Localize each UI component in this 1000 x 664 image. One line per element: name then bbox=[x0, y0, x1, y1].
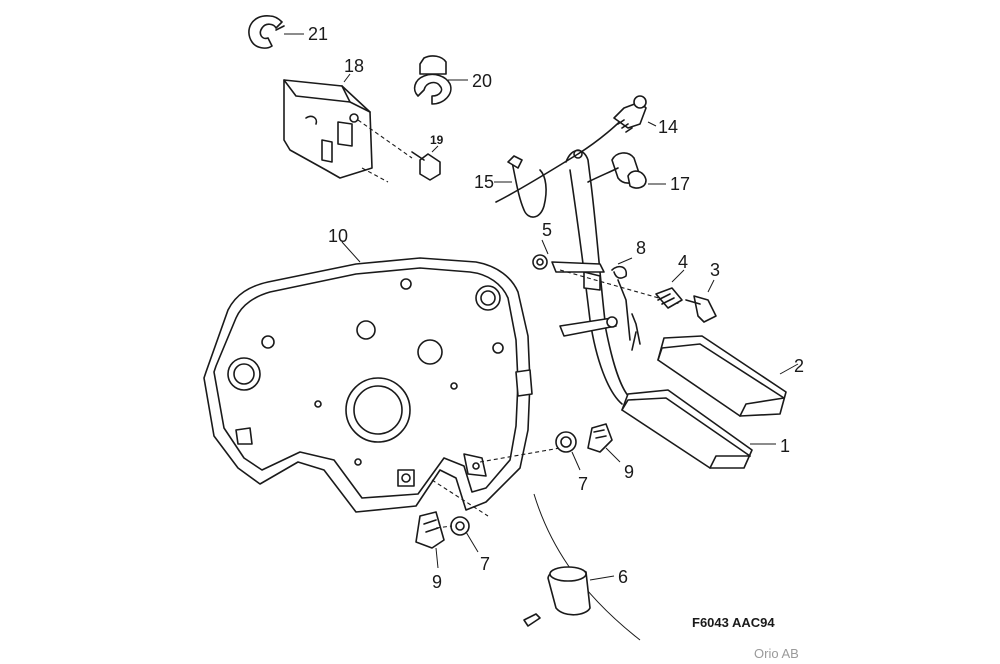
callout-18: 18 bbox=[344, 56, 364, 76]
part-20-cable-clip bbox=[413, 55, 468, 105]
callout-7-left: 7 bbox=[480, 554, 490, 574]
callout-20: 20 bbox=[472, 71, 492, 91]
part-9-clip-left bbox=[415, 511, 445, 569]
pedal-assembly bbox=[565, 149, 799, 469]
part-6-sleeve bbox=[523, 493, 641, 641]
pivot-parts bbox=[532, 239, 717, 351]
callout-labels: 21 18 20 19 14 15 17 10 5 8 4 3 2 1 7 9 … bbox=[308, 24, 804, 592]
callout-15: 15 bbox=[474, 172, 494, 192]
drawing-code: F6043 AAC94 bbox=[692, 615, 775, 630]
callout-10: 10 bbox=[328, 226, 348, 246]
callout-3: 3 bbox=[710, 260, 720, 280]
callout-19: 19 bbox=[430, 133, 444, 147]
callout-2: 2 bbox=[794, 356, 804, 376]
callout-8: 8 bbox=[636, 238, 646, 258]
part-19-bolt bbox=[411, 145, 441, 181]
callout-14: 14 bbox=[658, 117, 678, 137]
part-18-bracket bbox=[283, 73, 413, 183]
part-2-pedal-pad bbox=[657, 335, 799, 417]
part-10-pedal-plate bbox=[203, 241, 561, 517]
callout-17: 17 bbox=[670, 174, 690, 194]
credit-text: Orio AB bbox=[754, 646, 799, 661]
callout-5: 5 bbox=[542, 220, 552, 240]
part-1-pedal-pad bbox=[621, 389, 776, 469]
callout-7-right: 7 bbox=[578, 474, 588, 494]
part-7-bushing-left bbox=[435, 516, 479, 553]
callout-21: 21 bbox=[308, 24, 328, 44]
callout-9-right: 9 bbox=[624, 462, 634, 482]
part-9-clip-right bbox=[587, 423, 621, 463]
callout-6: 6 bbox=[618, 567, 628, 587]
part-7-bushing-right bbox=[555, 431, 581, 471]
callout-1: 1 bbox=[780, 436, 790, 456]
callout-4: 4 bbox=[678, 252, 688, 272]
part-17-clip bbox=[611, 152, 666, 189]
part-14-15-cable bbox=[494, 95, 657, 218]
part-21-circlip bbox=[248, 15, 304, 49]
callout-9-left: 9 bbox=[432, 572, 442, 592]
